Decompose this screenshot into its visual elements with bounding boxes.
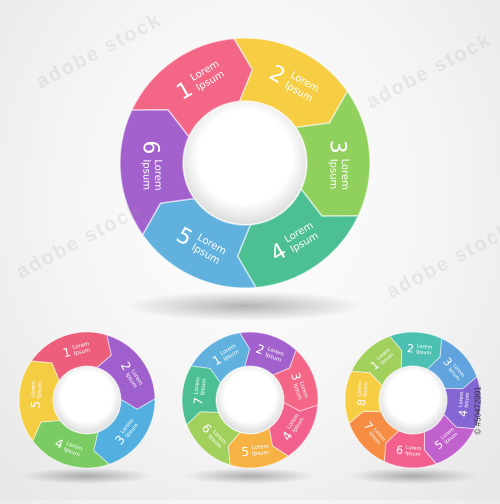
segment-label: Ipsum (327, 159, 338, 190)
segment-number: 3 (288, 371, 304, 383)
segment-label: Lorem (458, 391, 466, 407)
segment-highlight (424, 414, 475, 464)
segment-label: Ipsum (36, 381, 43, 398)
cycle-segment (119, 109, 196, 237)
segment-label: Ipsum (264, 352, 282, 364)
segment-highlight (273, 350, 318, 412)
segment-label: Ipsum (362, 381, 370, 397)
center-hole (54, 367, 120, 433)
cycle-segment (344, 370, 383, 425)
segment-number: 6 (138, 140, 163, 154)
segment-label: Ipsum (292, 383, 303, 401)
segment-number: 5 (28, 400, 43, 409)
segment-label: Lorem (193, 377, 201, 395)
segment-number: 6 (395, 443, 403, 457)
segment-label: Ipsum (252, 450, 269, 457)
segment-label: Lorem (251, 444, 269, 451)
segment-highlight (182, 366, 221, 425)
segment-highlight (427, 338, 477, 389)
center-hole (380, 367, 446, 433)
segment-highlight (96, 334, 155, 410)
segment-highlight (186, 411, 240, 465)
center-hole (217, 367, 283, 433)
segment-label: Lorem (30, 380, 37, 398)
segment-label: Lorem (339, 159, 350, 190)
segment-highlight (345, 371, 383, 424)
segment-highlight (19, 360, 60, 441)
stock-id: © #50472991 (473, 386, 483, 435)
segment-number: 3 (325, 140, 350, 154)
segment-label: Ipsum (405, 451, 421, 459)
segment-highlight (237, 189, 359, 288)
segment-highlight (351, 336, 402, 386)
segment-highlight (349, 411, 399, 462)
segment-highlight (389, 332, 442, 370)
segment-label: Ipsum (200, 378, 208, 396)
segment-highlight (384, 430, 437, 468)
segment-number: 2 (406, 342, 414, 356)
segment-number: 4 (456, 409, 470, 417)
segment-highlight (295, 91, 370, 217)
segment-highlight (234, 38, 348, 128)
segment-label: Ipsum (464, 392, 472, 408)
segment-label: Lorem (298, 381, 309, 399)
segment-highlight (191, 332, 250, 383)
segment-highlight (120, 109, 195, 235)
segment-label: Ipsum (416, 349, 432, 357)
segment-number: 8 (355, 398, 369, 406)
segment-label: Lorem (72, 341, 90, 351)
segment-label: Lorem (152, 159, 163, 190)
segment-highlight (31, 332, 112, 381)
segment-highlight (93, 398, 155, 465)
segment-number: 1 (61, 345, 72, 360)
center-hole (184, 102, 306, 224)
cycle-segment (181, 365, 222, 426)
segment-label: Lorem (406, 445, 422, 453)
segment-highlight (32, 420, 110, 468)
segment-highlight (269, 402, 318, 457)
cycle-segment (18, 360, 61, 442)
segment-highlight (131, 38, 253, 137)
segment-number: 7 (191, 396, 206, 406)
segment-label: Ipsum (140, 159, 151, 190)
segment-highlight (239, 332, 297, 376)
segment-label: Ipsum (73, 347, 91, 357)
segment-label: Lorem (356, 380, 364, 396)
segment-number: 5 (241, 444, 250, 459)
segment-label: Lorem (266, 346, 284, 358)
segment-highlight (443, 376, 481, 429)
segment-highlight (142, 198, 256, 288)
segment-highlight (228, 428, 289, 468)
segment-label: Lorem (416, 343, 432, 351)
